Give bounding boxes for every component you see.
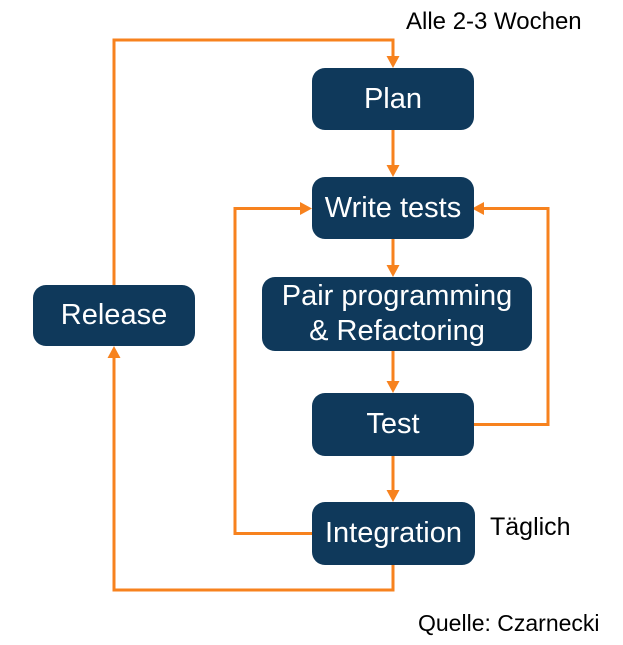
node-pair-programming-line1: Pair programming	[281, 280, 513, 312]
arrow-integration-to-release	[112, 357, 395, 592]
node-pair-programming: Pair programming & Refactoring	[262, 277, 532, 351]
node-plan: Plan	[312, 68, 474, 130]
node-integration: Integration	[312, 502, 475, 565]
arrowhead-pair-to-test	[386, 381, 400, 393]
arrowhead-integration-to-write-tests	[300, 202, 312, 215]
node-release-label: Release	[60, 299, 168, 331]
daily-frequency-label: Täglich	[490, 513, 571, 541]
arrowhead-release-to-plan	[386, 56, 400, 68]
node-pair-programming-line2: & Refactoring	[309, 315, 485, 347]
arrowhead-plan-to-write-tests	[386, 165, 400, 177]
arrow-integration-to-write-tests	[233, 207, 312, 535]
arrowhead-write-tests-to-pair	[386, 265, 400, 277]
node-release: Release	[33, 285, 195, 346]
source-credit-label: Quelle: Czarnecki	[418, 610, 600, 636]
node-write-tests: Write tests	[312, 177, 474, 239]
arrowhead-integration-to-release	[107, 346, 121, 358]
arrow-test-to-write-tests	[474, 207, 550, 426]
node-test: Test	[312, 393, 474, 456]
node-write-tests-label: Write tests	[324, 191, 462, 224]
node-plan-label: Plan	[363, 82, 423, 115]
node-test-label: Test	[366, 408, 420, 440]
arrowhead-test-to-write-tests	[472, 202, 484, 215]
arrow-release-to-plan	[112, 38, 395, 285]
node-integration-label: Integration	[324, 517, 463, 549]
cycle-frequency-label: Alle 2-3 Wochen	[406, 8, 582, 35]
arrowhead-test-to-integration	[386, 490, 400, 502]
